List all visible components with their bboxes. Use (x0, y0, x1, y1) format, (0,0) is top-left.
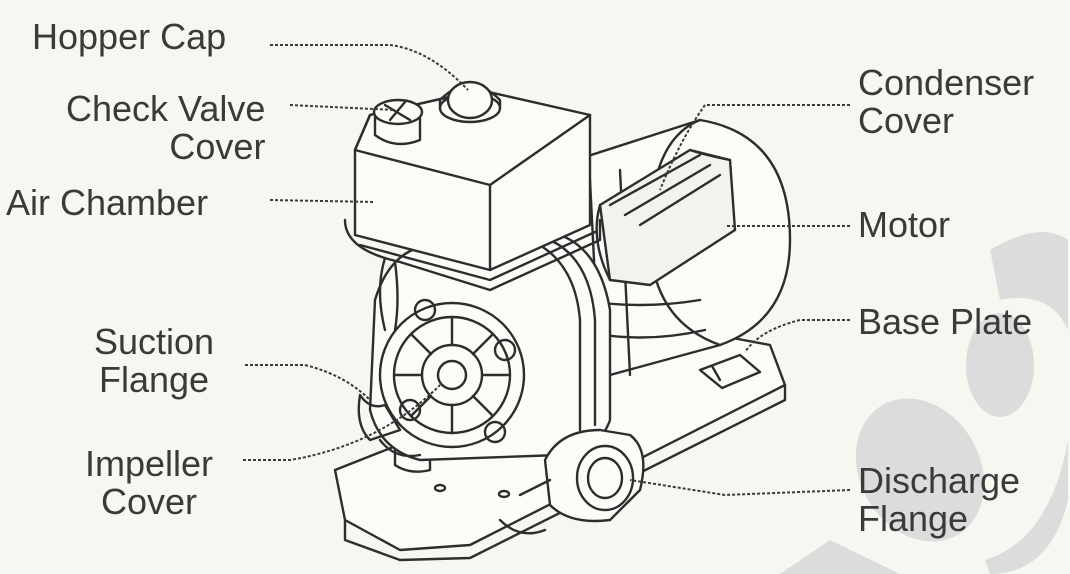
leader-hopper-cap (270, 44, 469, 91)
label-line: Cover (858, 100, 955, 141)
discharge-flange-shape (543, 428, 645, 523)
label-line: Suction (94, 321, 215, 362)
label-line: Cover (169, 126, 266, 167)
label-air-chamber: Air Chamber (6, 184, 208, 222)
label-hopper-cap: Hopper Cap (32, 18, 226, 56)
label-line: Condenser (858, 62, 1035, 103)
label-line: Check Valve (66, 88, 266, 129)
leader-condenser-cover (659, 104, 850, 191)
pump-outline (333, 80, 792, 562)
label-line: Motor (858, 204, 951, 245)
label-line: Base Plate (858, 301, 1033, 342)
watermark (780, 232, 1068, 574)
label-line: Flange (858, 498, 969, 539)
leader-air-chamber (269, 199, 376, 203)
label-line: Cover (101, 481, 198, 522)
label-discharge-flange: Discharge Flange (858, 462, 1020, 538)
label-line: Hopper Cap (32, 16, 227, 57)
label-line: Flange (99, 359, 210, 400)
leader-check-valve (289, 104, 396, 111)
label-condenser-cover: Condenser Cover (858, 64, 1034, 140)
leader-lines (243, 44, 851, 497)
label-line: Discharge (858, 460, 1021, 501)
label-check-valve-cover: Check Valve Cover (66, 90, 265, 166)
leader-discharge-flange (629, 479, 851, 497)
label-line: Impeller (85, 443, 214, 484)
leader-suction-flange (245, 364, 371, 401)
label-motor: Motor (858, 206, 950, 244)
label-line: Air Chamber (6, 182, 209, 223)
leader-base-plate (744, 319, 850, 353)
leader-impeller-cover (243, 384, 441, 461)
label-base-plate: Base Plate (858, 303, 1032, 341)
label-suction-flange: Suction Flange (94, 323, 214, 399)
label-impeller-cover: Impeller Cover (85, 445, 213, 521)
